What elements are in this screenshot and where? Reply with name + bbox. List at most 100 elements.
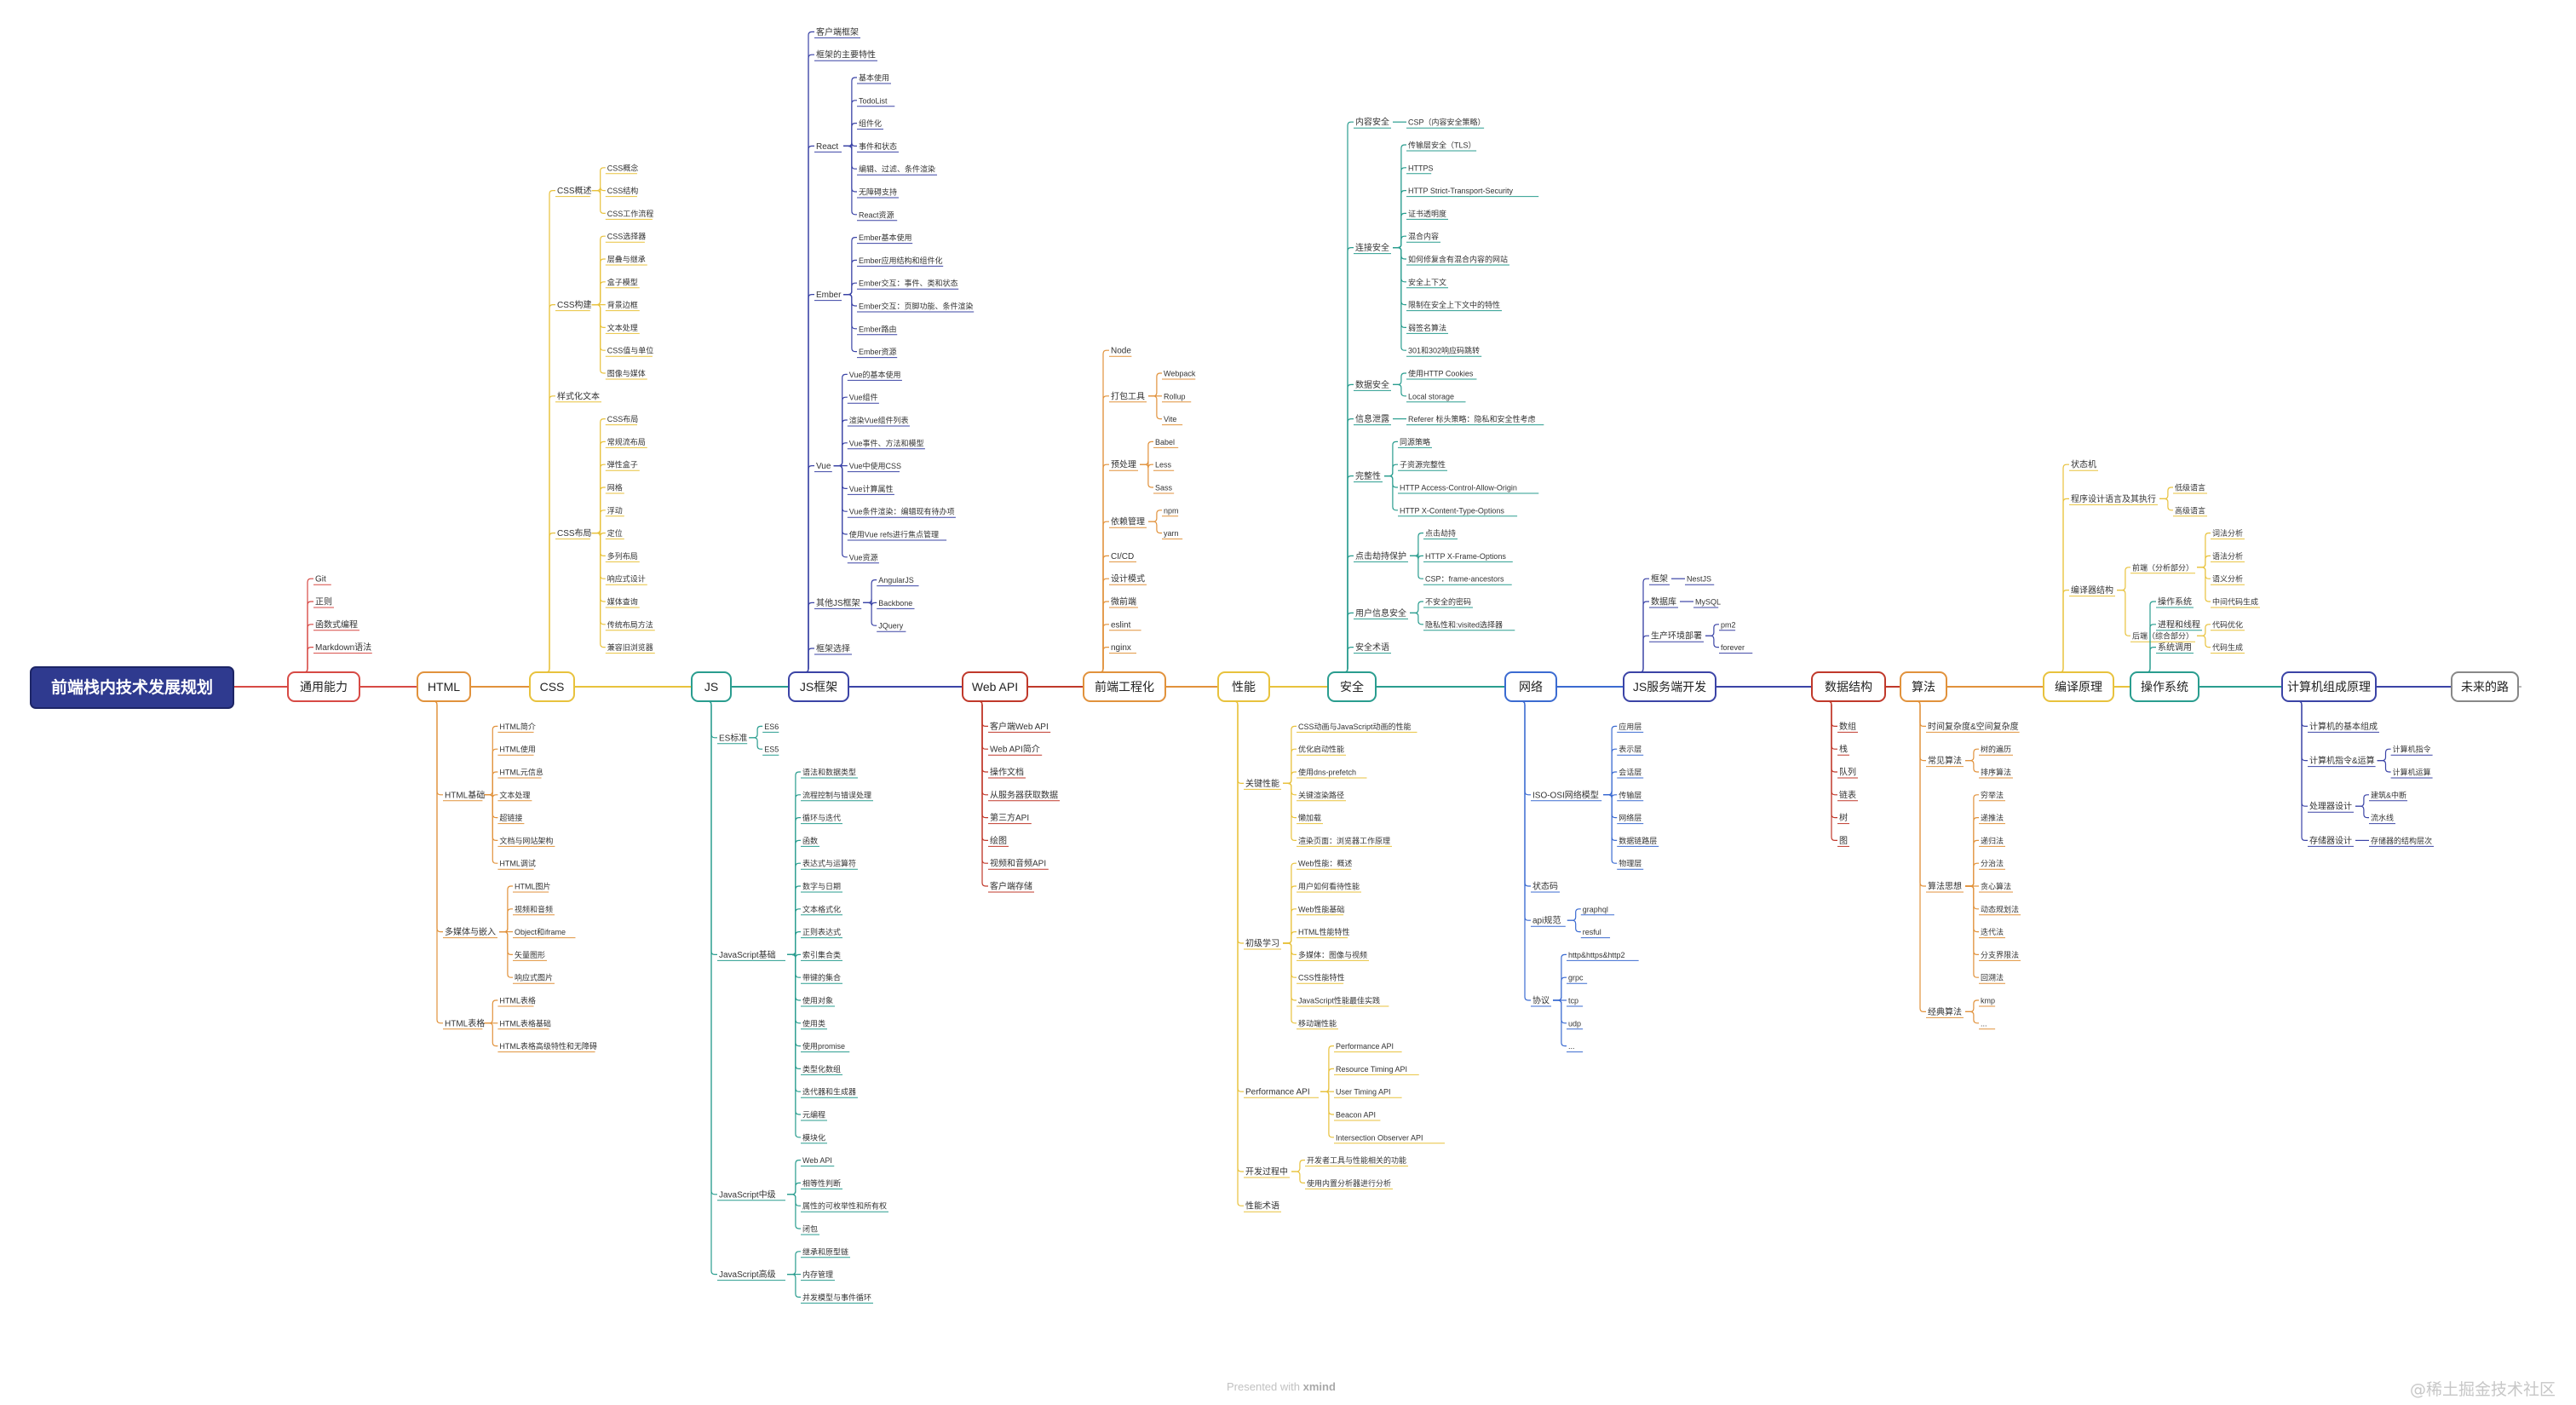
node-angularjs[interactable]: AngularJS: [878, 576, 914, 584]
node-pm2[interactable]: pm2: [1721, 620, 1736, 629]
node-懒加载[interactable]: 懒加载: [1298, 813, 1321, 822]
node-索引集合类[interactable]: 索引集合类: [802, 950, 841, 959]
node-相等性判断[interactable]: 相等性判断: [802, 1178, 841, 1188]
node-第三方api[interactable]: 第三方API: [990, 812, 1029, 823]
node-多媒体与嵌入[interactable]: 多媒体与嵌入: [445, 926, 496, 937]
node-object和iframe[interactable]: Object和iframe: [515, 928, 566, 936]
node-jquery[interactable]: JQuery: [878, 622, 904, 631]
node-操作系统[interactable]: 操作系统: [2158, 596, 2192, 607]
node-html简介[interactable]: HTML简介: [499, 722, 536, 731]
node-语法和数据类型[interactable]: 语法和数据类型: [802, 768, 856, 777]
node-udp[interactable]: udp: [1568, 1019, 1581, 1028]
node-使用对象[interactable]: 使用对象: [802, 996, 833, 1005]
node-文本处理[interactable]: 文本处理: [607, 323, 638, 332]
node-css概念[interactable]: CSS概念: [607, 163, 639, 172]
node-安全上下文[interactable]: 安全上下文: [1408, 277, 1446, 286]
node-数组[interactable]: 数组: [1839, 721, 1856, 732]
node-ember交互-页脚功能-条件渲染[interactable]: Ember交互：页脚功能、条件渲染: [859, 302, 974, 311]
node-node[interactable]: Node: [1111, 347, 1131, 356]
node-表示层[interactable]: 表示层: [1619, 745, 1642, 754]
node-元编程[interactable]: 元编程: [802, 1110, 825, 1120]
node-web-api简介[interactable]: Web API简介: [990, 744, 1040, 755]
node-隐私性和-visited选择器[interactable]: 隐私性和:visited选择器: [1425, 619, 1503, 629]
node-低级语言[interactable]: 低级语言: [2175, 483, 2205, 492]
node-rollup[interactable]: Rollup: [1164, 392, 1186, 400]
node-使用内置分析器进行分析[interactable]: 使用内置分析器进行分析: [1307, 1178, 1391, 1188]
node-前端-分析部分[interactable]: 前端（分析部分）: [2132, 562, 2194, 572]
node-html元信息[interactable]: HTML元信息: [499, 768, 543, 777]
node-时间复杂度-空间复杂度[interactable]: 时间复杂度&空间复杂度: [1928, 721, 2019, 732]
node-组件化[interactable]: 组件化: [859, 118, 882, 128]
node-todolist[interactable]: TodoList: [859, 96, 888, 105]
node-git[interactable]: Git: [315, 575, 326, 584]
node-计算机运算[interactable]: 计算机运算: [2393, 768, 2431, 777]
node-媒体查询[interactable]: 媒体查询: [607, 597, 638, 607]
node-代码优化[interactable]: 代码优化: [2212, 619, 2243, 629]
node-优化启动性能[interactable]: 优化启动性能: [1298, 745, 1344, 754]
node-html表格基础[interactable]: HTML表格基础: [499, 1018, 551, 1028]
node-限制在安全上下文中的特性[interactable]: 限制在安全上下文中的特性: [1408, 300, 1500, 309]
node-进程和线程[interactable]: 进程和线程: [2158, 619, 2200, 630]
node-eslint[interactable]: eslint: [1111, 620, 1131, 630]
node-less[interactable]: Less: [1155, 461, 1172, 469]
node-301和302响应码跳转[interactable]: 301和302响应码跳转: [1408, 346, 1480, 355]
node-graphql[interactable]: graphql: [1583, 905, 1608, 913]
node-微前端[interactable]: 微前端: [1111, 596, 1136, 607]
node-视频和音频[interactable]: 视频和音频: [515, 904, 553, 913]
node-user-timing-api[interactable]: User Timing API: [1336, 1088, 1391, 1097]
node-其他js框架[interactable]: 其他JS框架: [816, 597, 860, 608]
node-javascript高级[interactable]: JavaScript高级: [719, 1269, 776, 1280]
node-客户端web-api[interactable]: 客户端Web API: [990, 721, 1049, 732]
root-node[interactable]: 前端栈内技术发展规划: [30, 666, 234, 709]
node-performance-api[interactable]: Performance API: [1336, 1042, 1394, 1051]
node-预处理[interactable]: 预处理: [1111, 460, 1136, 470]
node-es6[interactable]: ES6: [764, 723, 779, 731]
node-javascript性能最佳实践[interactable]: JavaScript性能最佳实践: [1298, 996, 1380, 1005]
node-生产环境部署[interactable]: 生产环境部署: [1651, 631, 1702, 642]
node-响应式图片[interactable]: 响应式图片: [515, 973, 553, 982]
node-并发模型与事件循环[interactable]: 并发模型与事件循环: [802, 1293, 871, 1302]
node-协议[interactable]: 协议: [1532, 995, 1550, 1006]
node-渲染页面-浏览器工作原理[interactable]: 渲染页面：浏览器工作原理: [1298, 836, 1390, 845]
node-闭包[interactable]: 闭包: [802, 1224, 818, 1234]
topic-js[interactable]: JS: [691, 671, 732, 702]
node-node[interactable]: ...: [1568, 1042, 1575, 1051]
node-物理层[interactable]: 物理层: [1619, 859, 1642, 868]
node-html表格[interactable]: HTML表格: [499, 996, 536, 1005]
node-es标准[interactable]: ES标准: [719, 733, 747, 743]
node-弱签名算法[interactable]: 弱签名算法: [1408, 323, 1446, 332]
node-beacon-api[interactable]: Beacon API: [1336, 1111, 1376, 1120]
node-css布局[interactable]: CSS布局: [557, 528, 592, 538]
node-关键渲染路径[interactable]: 关键渲染路径: [1298, 790, 1344, 799]
node-react[interactable]: React: [816, 142, 838, 152]
node-视频和音频api[interactable]: 视频和音频API: [990, 858, 1046, 869]
node-local-storage[interactable]: Local storage: [1408, 392, 1454, 400]
node-vue中使用css[interactable]: Vue中使用CSS: [849, 461, 901, 470]
node-穷举法[interactable]: 穷举法: [1981, 790, 2004, 799]
node-框架选择[interactable]: 框架选择: [816, 643, 850, 654]
node-html表格高级特性和无障碍[interactable]: HTML表格高级特性和无障碍: [499, 1041, 597, 1051]
node-超链接[interactable]: 超链接: [499, 813, 522, 822]
node-referer-标头策略-隐私和安全性考虑[interactable]: Referer 标头策略：隐私和安全性考虑: [1408, 414, 1536, 423]
node-正则表达式[interactable]: 正则表达式: [802, 927, 841, 936]
node-函数式编程[interactable]: 函数式编程: [315, 619, 358, 630]
node-编译器结构[interactable]: 编译器结构: [2071, 584, 2113, 596]
node-存储器的结构层次[interactable]: 存储器的结构层次: [2371, 836, 2432, 845]
node-回溯法[interactable]: 回溯法: [1981, 973, 2004, 982]
node-文本处理[interactable]: 文本处理: [499, 790, 530, 799]
topic-计算机组成原理[interactable]: 计算机组成原理: [2281, 671, 2377, 702]
node-链表[interactable]: 链表: [1839, 789, 1856, 800]
node-高级语言[interactable]: 高级语言: [2175, 505, 2205, 515]
node-计算机指令-运算[interactable]: 计算机指令&运算: [2309, 755, 2375, 766]
topic-操作系统[interactable]: 操作系统: [2130, 671, 2199, 702]
node-从服务器获取数据[interactable]: 从服务器获取数据: [990, 789, 1058, 800]
node-ember路由[interactable]: Ember路由: [859, 324, 897, 333]
topic-js服务端开发[interactable]: JS服务端开发: [1623, 671, 1716, 702]
node-html使用[interactable]: HTML使用: [499, 745, 536, 754]
node-后端-综合部分[interactable]: 后端（综合部分）: [2132, 631, 2194, 641]
node-vite[interactable]: Vite: [1164, 415, 1176, 423]
node-html性能特性[interactable]: HTML性能特性: [1298, 927, 1350, 936]
node-会话层[interactable]: 会话层: [1619, 768, 1642, 777]
node-数据库[interactable]: 数据库: [1651, 596, 1676, 607]
node-框架的主要特性[interactable]: 框架的主要特性: [816, 49, 876, 60]
